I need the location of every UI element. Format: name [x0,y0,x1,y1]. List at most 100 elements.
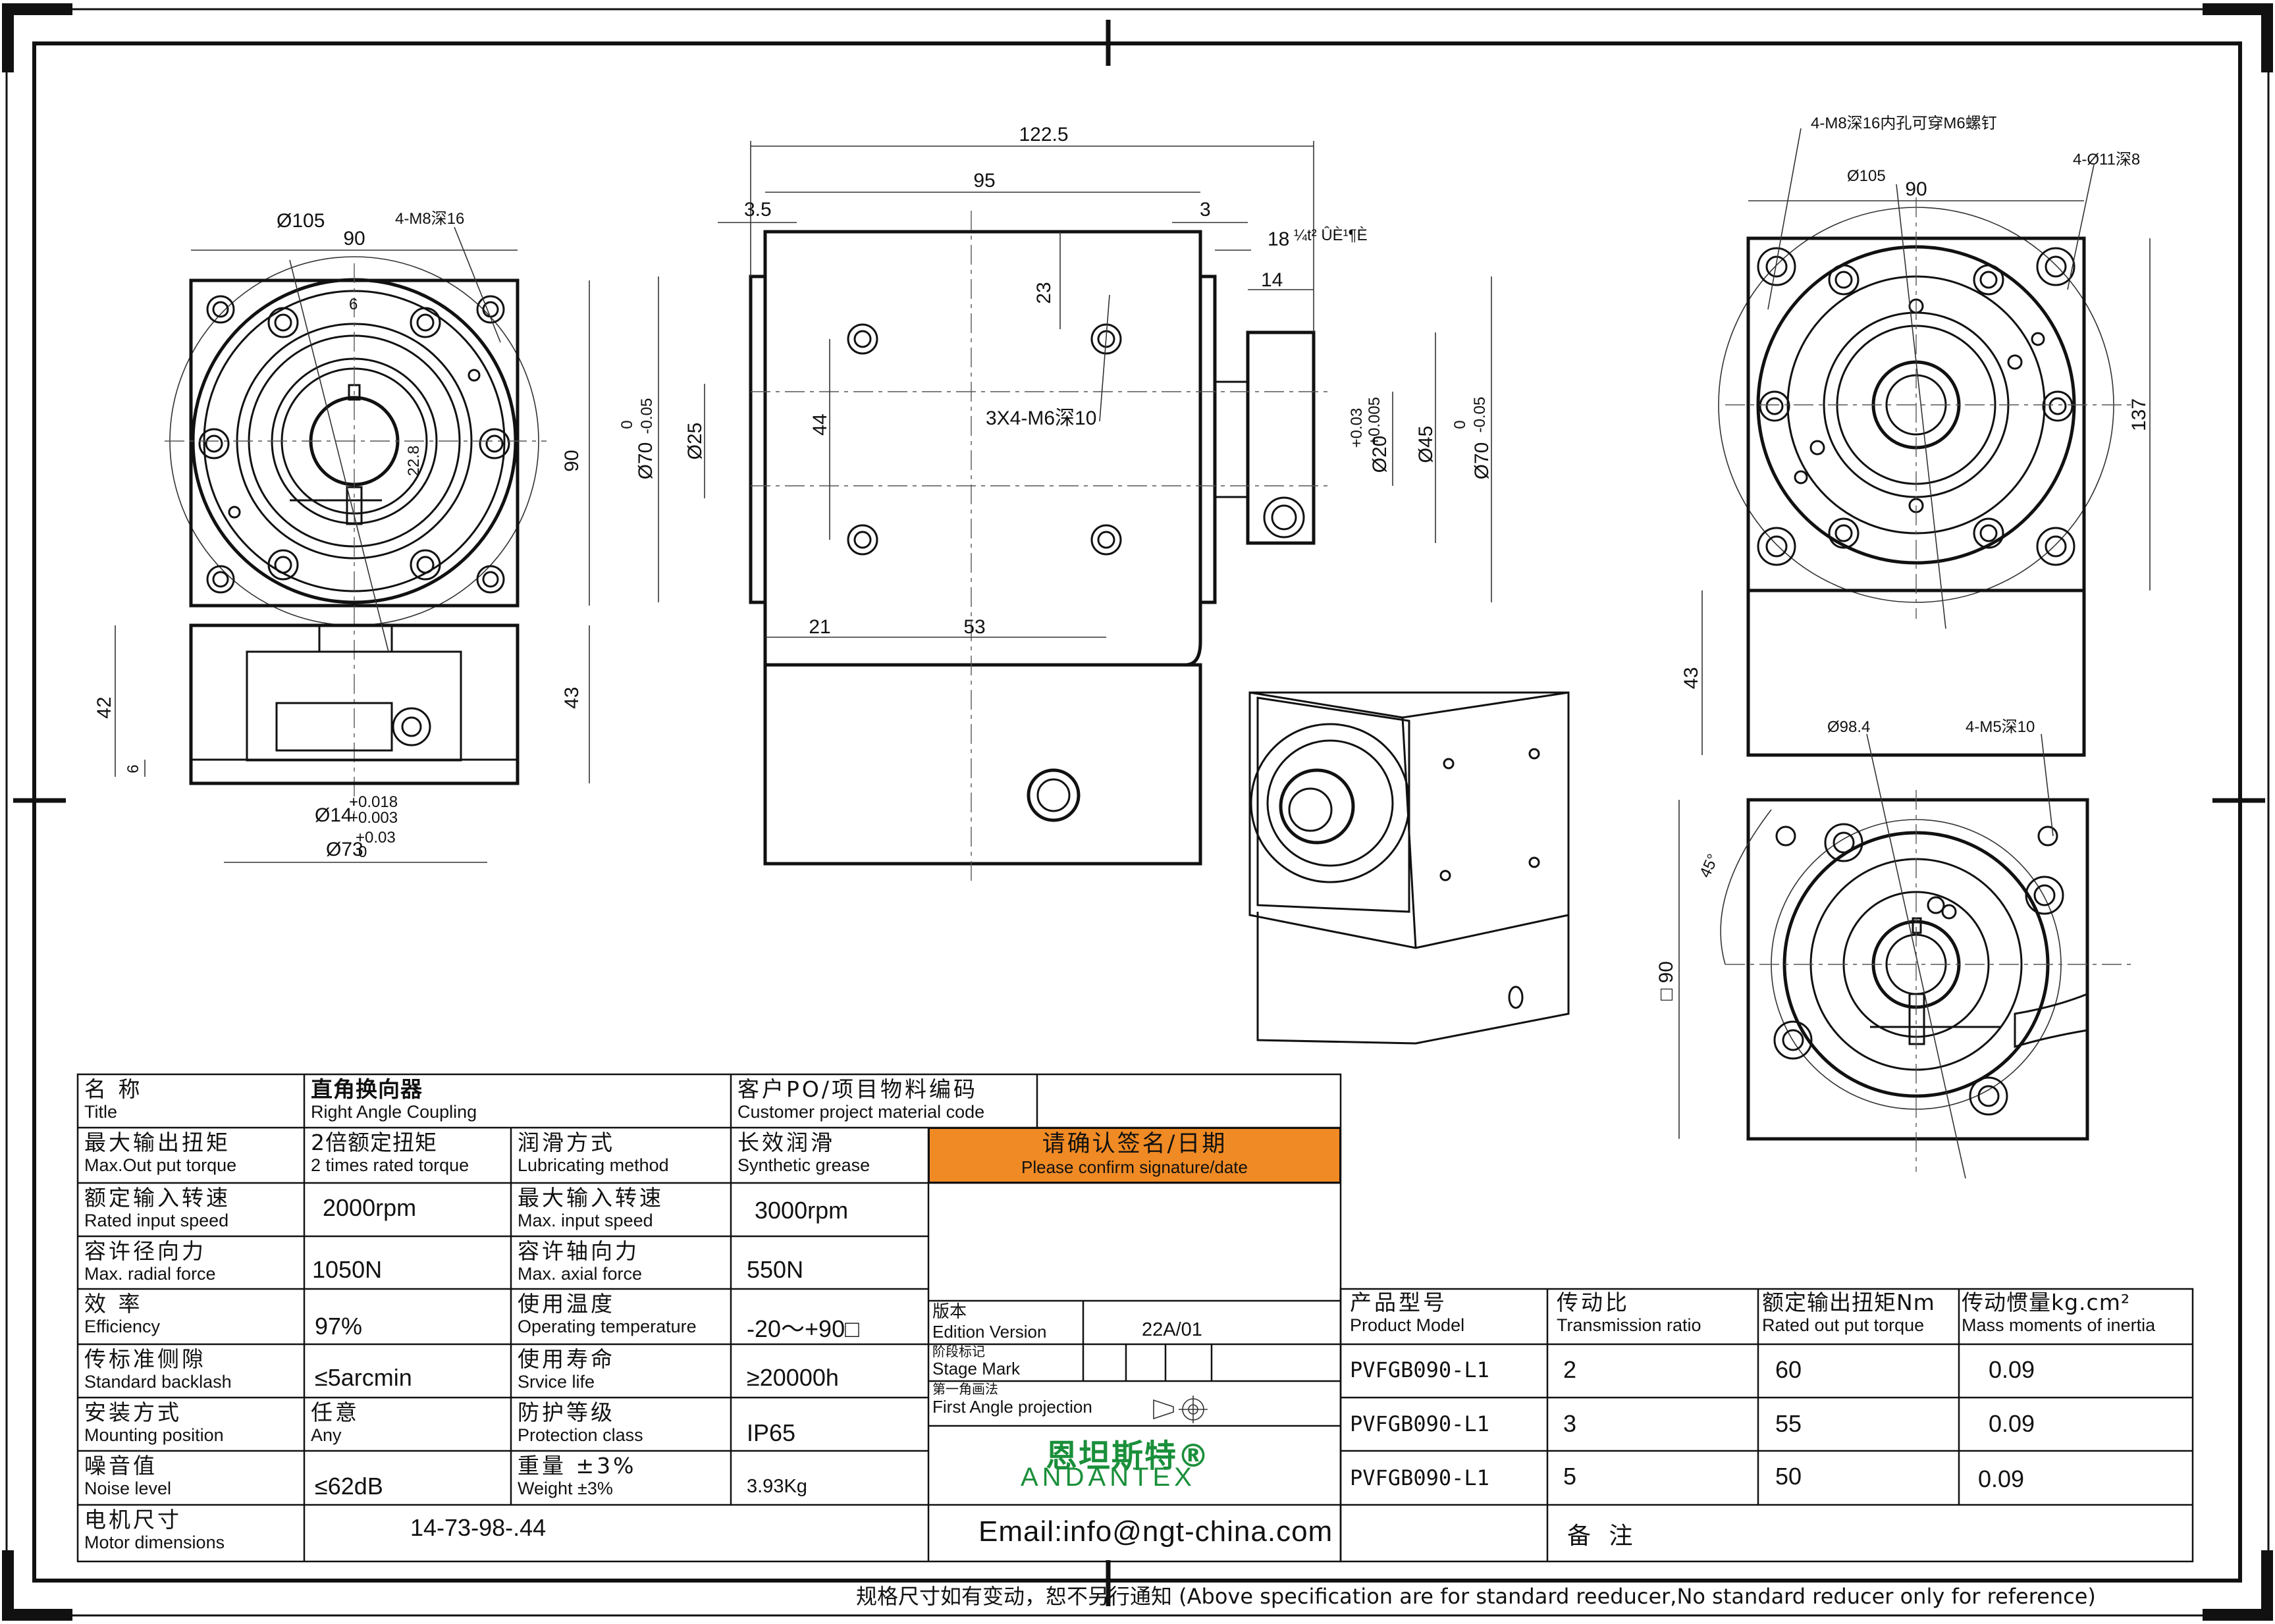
model-row-1-torque: 60 [1775,1356,1802,1383]
front-dim-22-8: 22.8 [405,446,423,477]
stage-zh: 阶段标记 [932,1344,985,1359]
right-bottom-view: 45° □ 90 Ø98.4 4-M5深10 [1655,718,2133,1179]
temperature-value: -20〜+90□ [747,1315,859,1342]
rated-speed-zh: 额定输入转速 [84,1185,230,1211]
side-dim-18: 18 [1268,228,1289,250]
temperature-label: 使用温度 Operating temperature [511,1289,731,1344]
efficiency-zh: 效 率 [84,1291,143,1317]
side-dim-d25: Ø25 [684,423,706,460]
edition-zh: 版本 [932,1302,967,1322]
mounting-value: 任意 Any [304,1398,511,1451]
spec-table: 名 称 Title 直角换向器 Right Angle Coupling 客户P… [78,1074,2193,1561]
ratio-header-en: Transmission ratio [1557,1315,1701,1335]
side-dim-d70-left-upper: 0 [618,420,636,429]
model-row-3-torque: 50 [1775,1463,1802,1490]
max-torque-en: Max.Out put torque [84,1155,237,1175]
front-dim-d14: Ø14 [315,804,352,826]
weight-en: Weight ±3% [518,1479,613,1498]
life-label: 使用寿命 Srvice life [511,1344,731,1398]
lubrication-zh: 润滑方式 [518,1130,615,1155]
backlash-label: 传标准侧隙 Standard backlash [78,1344,304,1398]
right-top-view: 90 137 43 4-M8深16内孔可穿M6螺钉 Ø105 4-Ø11深8 [1680,115,2151,757]
lubrication-label: 润滑方式 Lubricating method [511,1128,731,1183]
rated-speed-en: Rated input speed [84,1211,229,1230]
title-value: 直角换向器 Right Angle Coupling [304,1074,731,1128]
front-dim-90-right: 90 [561,450,583,471]
drawing-frame [2,3,2273,1621]
front-dim-d105: Ø105 [277,210,325,232]
efficiency-label: 效 率 Efficiency [78,1289,304,1344]
backlash-zh: 传标准侧隙 [84,1346,206,1372]
max-torque-value: 2倍额定扭矩 2 times rated torque [304,1128,511,1183]
brand-logo-en: ANDANTEX [1021,1463,1196,1492]
inertia-header-zh: 传动惯量kg.cm² [1962,1290,2131,1315]
max-torque-label: 最大输出扭矩 Max.Out put torque [78,1128,304,1183]
ratio-header: 传动比 Transmission ratio [1547,1289,1758,1344]
inertia-header-en: Mass moments of inertia [1962,1315,2156,1335]
side-dim-d20: Ø20 [1369,436,1391,473]
rtop-dim-43: 43 [1680,667,1702,689]
lubrication-value-en: Synthetic grease [737,1155,870,1175]
mounting-label: 安装方式 Mounting position [78,1398,304,1451]
side-dim-d70-left-lower: -0.05 [638,398,656,434]
confirm-signature-banner: 请确认签名/日期 Please confirm signature/date [928,1128,1341,1183]
radial-force-zh: 容许径向力 [84,1238,206,1264]
customer-code: 客户PO/项目物料编码 Customer project material co… [731,1074,1040,1128]
protection-zh: 防护等级 [518,1400,615,1425]
motor-en: Motor dimensions [84,1532,225,1552]
rtop-dim-4-d11: 4-Ø11深8 [2073,151,2140,169]
model-row-2-model: PVFGB090-L1 [1350,1411,1489,1436]
front-dim-d14-upper-tol: +0.018 [349,793,398,811]
model-header: 产品型号 Product Model [1341,1289,1547,1344]
rbot-dim-m5: 4-M5深10 [1966,718,2035,736]
backlash-en: Standard backlash [84,1372,232,1392]
motor-zh: 电机尺寸 [84,1507,182,1532]
footer-disclaimer: 规格尺寸如有变动，恕不另行通知 (Above specification are… [856,1584,2096,1609]
efficiency-en: Efficiency [84,1317,161,1336]
life-value: ≥20000h [747,1364,839,1391]
front-dim-d73-upper-tol: +0.03 [356,829,396,847]
side-dim-d70-right-lower: -0.05 [1471,397,1489,433]
lubrication-value-zh: 长效润滑 [737,1130,835,1155]
max-torque-value-zh: 2倍额定扭矩 [311,1130,437,1155]
remark-label: 备 注 [1567,1523,1638,1550]
model-row-3-inertia: 0.09 [1978,1465,2025,1492]
projection-label: 第一角画法 First Angle projection [928,1381,1146,1426]
front-dim-6: 6 [349,296,358,313]
efficiency-value: 97% [315,1313,363,1340]
title-label: 名 称 Title [78,1074,304,1128]
model-row-1-ratio: 2 [1563,1356,1577,1383]
temperature-zh: 使用温度 [518,1291,615,1317]
radial-force-value: 1050N [312,1256,383,1283]
edition-en: Edition Version [932,1322,1047,1342]
front-dim-d14-lower-tol: +0.003 [349,809,398,827]
title-value-en: Right Angle Coupling [311,1102,477,1122]
side-dim-44: 44 [809,413,831,435]
rbot-dim-45deg: 45° [1696,851,1723,880]
weight-zh: 重量 ±3% [518,1453,637,1479]
title-block-grid [76,1073,2194,1563]
model-row-2-inertia: 0.09 [1989,1410,2035,1437]
side-dim-53: 53 [963,616,985,638]
rtop-dim-90: 90 [1905,178,1927,200]
ratio-header-zh: 传动比 [1557,1290,1630,1315]
isometric-view [1248,691,1570,1045]
noise-zh: 噪音值 [84,1453,157,1479]
contact-email[interactable]: Email:info@ngt-china.com [978,1515,1333,1548]
confirm-zh: 请确认签名/日期 [1042,1131,1227,1157]
max-speed-zh: 最大输入转速 [518,1185,664,1211]
front-view: 90 90 43 42 6 Ø105 4-M8深16 6 22.8 Ø14 +0… [94,210,590,863]
model-row-1-model: PVFGB090-L1 [1350,1357,1489,1382]
weight-label: 重量 ±3% Weight ±3% [511,1451,731,1505]
title-label-zh: 名 称 [84,1076,143,1102]
side-dim-18-note: ¼t² ÛÈ¹¶È [1294,226,1368,244]
protection-en: Protection class [518,1425,643,1445]
noise-value: ≤62dB [315,1473,383,1500]
model-row-2-ratio: 3 [1563,1410,1577,1437]
protection-label: 防护等级 Protection class [511,1398,731,1451]
axial-force-value: 550N [747,1256,804,1283]
life-en: Srvice life [518,1372,595,1392]
weight-value: 3.93Kg [747,1476,807,1497]
edition-label: 版本 Edition Version [928,1301,1083,1344]
